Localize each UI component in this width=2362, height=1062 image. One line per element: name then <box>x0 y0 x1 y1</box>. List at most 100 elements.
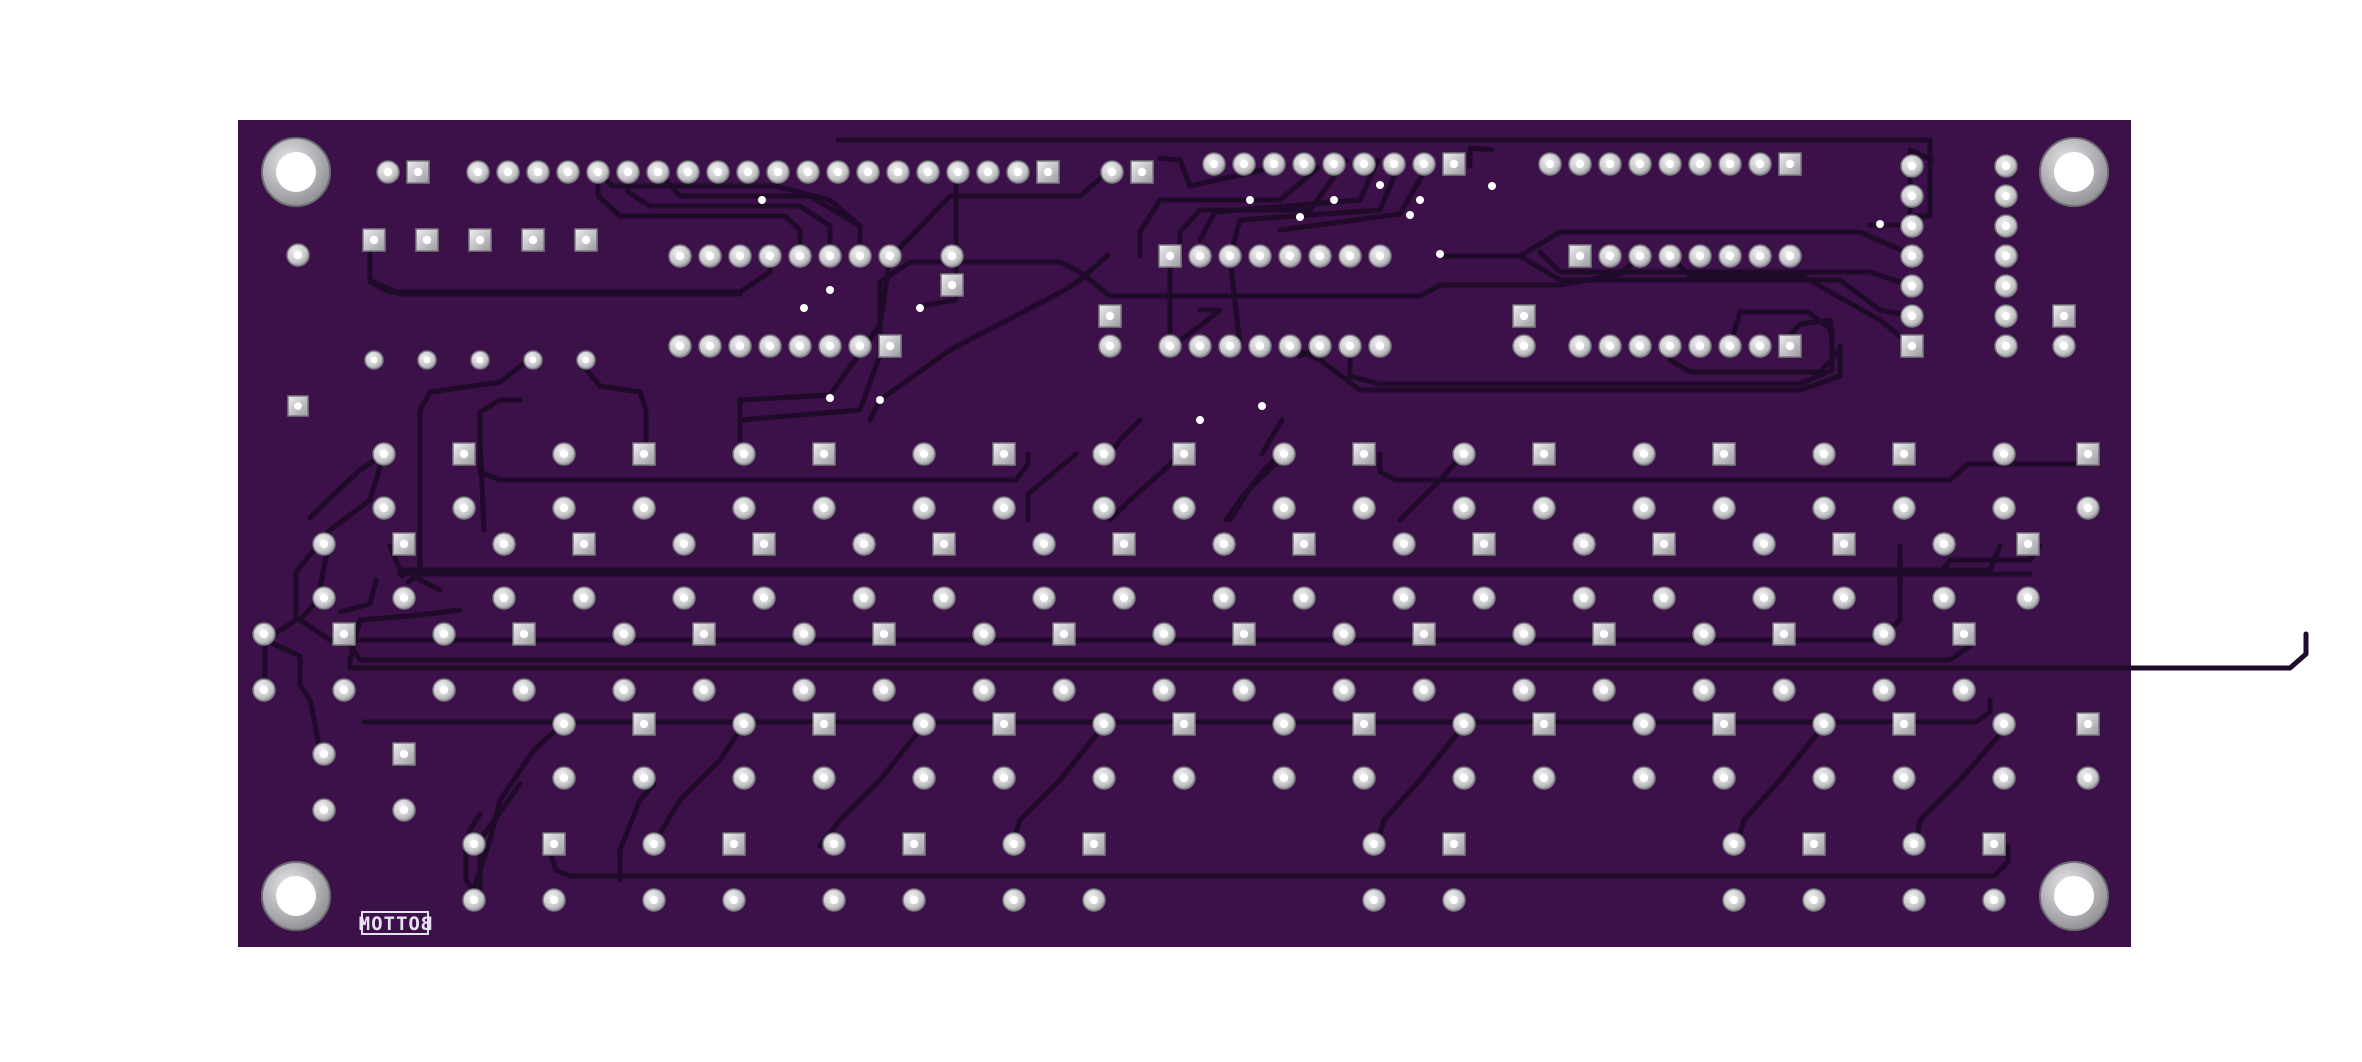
round-pad <box>940 244 964 268</box>
round-pad <box>812 766 836 790</box>
round-pad <box>523 350 543 370</box>
round-pad <box>976 160 1000 184</box>
square-pad <box>1892 442 1916 466</box>
round-pad <box>736 160 760 184</box>
round-pad <box>1900 304 1924 328</box>
trace <box>262 451 387 643</box>
square-pad <box>1130 160 1154 184</box>
round-pad <box>1532 766 1556 790</box>
silkscreen-label: BOTTOM <box>358 911 432 935</box>
round-pad <box>372 442 396 466</box>
round-pad <box>312 586 336 610</box>
round-pad <box>1628 152 1652 176</box>
round-pad <box>556 160 580 184</box>
mounting-hole <box>2039 861 2109 931</box>
round-pad <box>1512 678 1536 702</box>
round-pad <box>1308 244 1332 268</box>
trace <box>1177 157 1349 259</box>
round-pad <box>672 532 696 556</box>
trace <box>262 637 323 753</box>
round-pad <box>676 160 700 184</box>
round-pad <box>1748 152 1772 176</box>
trace <box>307 451 387 521</box>
trace <box>1373 727 1463 849</box>
round-pad <box>878 244 902 268</box>
round-pad <box>372 496 396 520</box>
round-pad <box>1772 678 1796 702</box>
round-pad <box>1688 244 1712 268</box>
round-pad <box>1900 184 1924 208</box>
round-pad <box>1082 888 1106 912</box>
round-pad <box>286 243 310 267</box>
trace <box>1467 145 1495 169</box>
round-pad <box>992 766 1016 790</box>
round-pad <box>672 586 696 610</box>
round-pad <box>1002 832 1026 856</box>
round-pad <box>462 888 486 912</box>
trace <box>1137 165 1321 259</box>
trace <box>1197 157 1381 243</box>
round-pad <box>1712 496 1736 520</box>
round-pad <box>312 742 336 766</box>
round-pad <box>552 496 576 520</box>
square-pad <box>1472 532 1496 556</box>
round-pad <box>758 244 782 268</box>
via <box>1876 220 1884 228</box>
round-pad <box>1158 334 1182 358</box>
square-pad <box>1442 832 1466 856</box>
round-pad <box>1292 152 1316 176</box>
trace <box>1287 343 1843 393</box>
trace <box>477 451 1031 483</box>
round-pad <box>1278 244 1302 268</box>
trace <box>917 169 959 309</box>
round-pad <box>1802 888 1826 912</box>
via <box>1246 196 1254 204</box>
round-pad <box>1692 678 1716 702</box>
via <box>1296 213 1304 221</box>
round-pad <box>452 496 476 520</box>
round-pad <box>1592 678 1616 702</box>
round-pad <box>1352 152 1376 176</box>
round-pad <box>252 678 276 702</box>
round-pad <box>848 334 872 358</box>
trace <box>1025 451 1079 523</box>
square-pad <box>1036 160 1060 184</box>
round-pad <box>822 832 846 856</box>
trace <box>417 359 529 593</box>
square-pad <box>406 160 430 184</box>
round-pad <box>1272 442 1296 466</box>
round-pad <box>1188 334 1212 358</box>
square-pad <box>332 622 356 646</box>
round-pad <box>1994 184 2018 208</box>
round-pad <box>1368 334 1392 358</box>
round-pad <box>1658 152 1682 176</box>
round-pad <box>1452 442 1476 466</box>
round-pad <box>312 532 336 556</box>
round-pad <box>1992 442 2016 466</box>
round-pad <box>912 766 936 790</box>
round-pad <box>1658 244 1682 268</box>
mounting-hole <box>261 861 331 931</box>
trace <box>397 567 405 579</box>
round-pad <box>1982 888 2006 912</box>
square-pad <box>940 273 964 297</box>
round-pad <box>1900 274 1924 298</box>
square-pad <box>2052 304 2076 328</box>
round-pad <box>902 888 926 912</box>
round-pad <box>552 442 576 466</box>
square-pad <box>1982 832 2006 856</box>
square-pad <box>1172 712 1196 736</box>
round-pad <box>1718 334 1742 358</box>
square-pad <box>1352 712 1376 736</box>
round-pad <box>752 586 776 610</box>
round-pad <box>1532 496 1556 520</box>
round-pad <box>728 334 752 358</box>
square-pad <box>1892 712 1916 736</box>
round-pad <box>1322 152 1346 176</box>
round-pad <box>1272 766 1296 790</box>
round-pad <box>2016 586 2040 610</box>
round-pad <box>818 244 842 268</box>
round-pad <box>732 442 756 466</box>
round-pad <box>1992 496 2016 520</box>
round-pad <box>812 496 836 520</box>
